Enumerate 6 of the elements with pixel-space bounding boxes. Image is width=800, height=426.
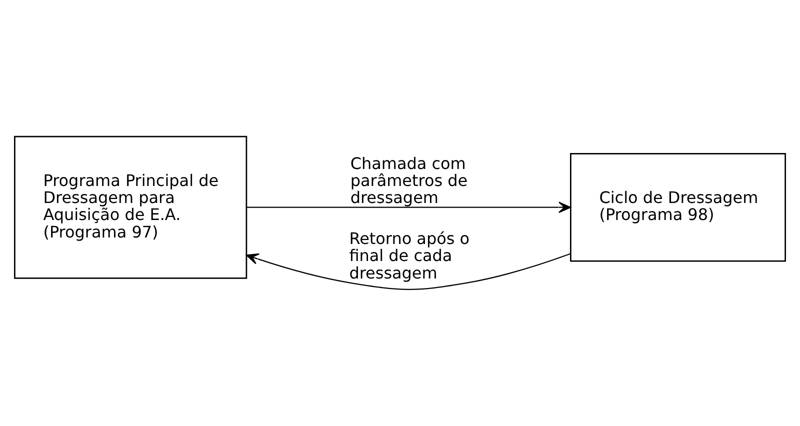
edge-label: Chamada com parâmetros de dressagem: [350, 154, 468, 208]
edge-label: Retorno após o final de cada dressagem: [349, 229, 470, 282]
arrow: [246, 253, 571, 290]
node-box: Programa Principal de Dressagem para Aquisição de E.A. (Programa 97): [14, 136, 248, 279]
arrow: [246, 202, 571, 214]
node-box: Ciclo de Dressagem (Programa 98): [570, 153, 786, 262]
